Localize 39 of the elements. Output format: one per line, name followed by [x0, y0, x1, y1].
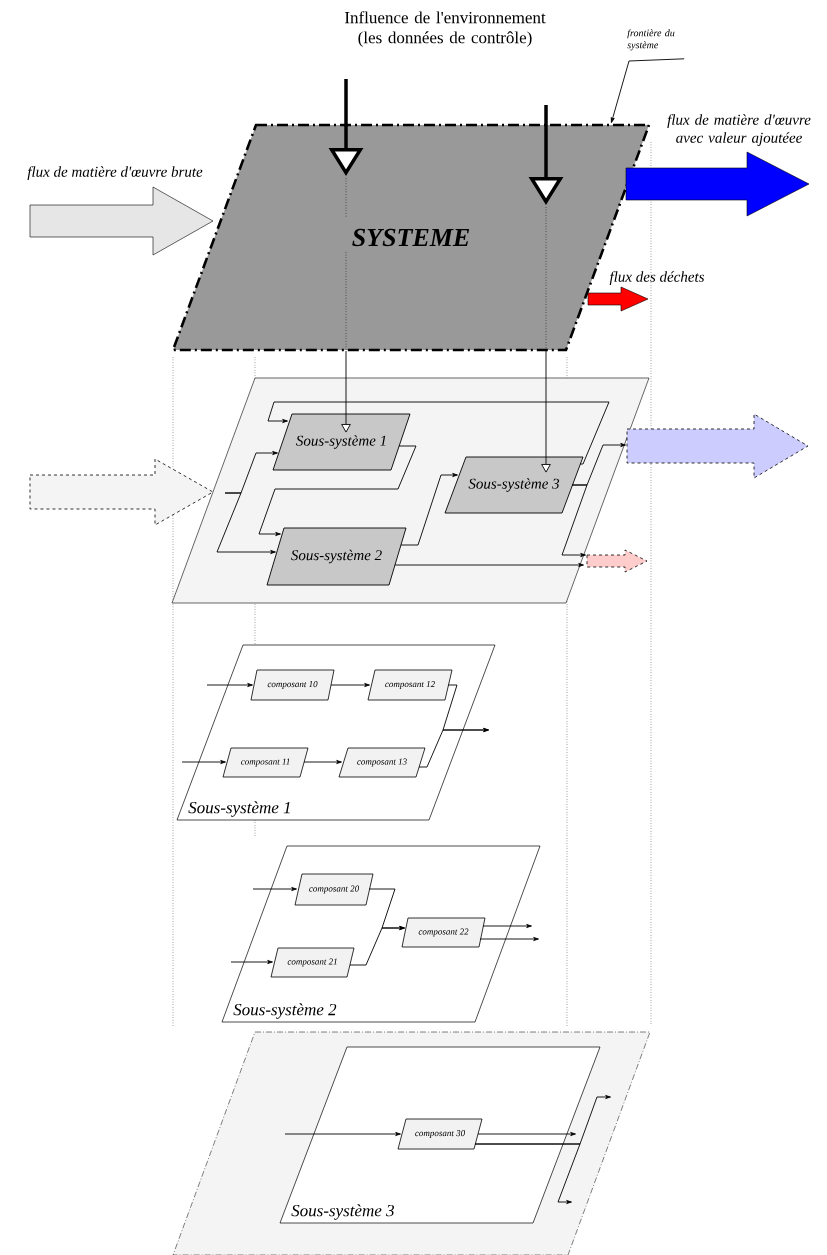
annotation-text: frontière du système: [627, 29, 675, 51]
leader-line: [610, 58, 685, 123]
component-box: composant 11: [222, 747, 309, 778]
arrow: [477, 1132, 576, 1136]
block-arrow: [586, 549, 648, 573]
arrow: [418, 728, 489, 768]
arrow: [252, 887, 297, 891]
component-box: composant 21: [270, 947, 355, 978]
arrow: [230, 960, 273, 964]
subsystem-box: Sous-système 1: [272, 413, 411, 471]
subsystem-box: Sous-système 3: [444, 456, 584, 514]
arrow: [267, 401, 610, 465]
block-arrow: [626, 413, 809, 479]
component-box: composant 13: [338, 747, 426, 778]
arrow: [330, 683, 370, 687]
arrow: [303, 760, 342, 764]
heading-text: Influence de l'environnement (les données de contrôle): [344, 11, 546, 47]
component-box: composant 30: [397, 1118, 483, 1150]
arrow: [349, 926, 405, 966]
arrow: [482, 924, 532, 928]
control-arrow: [341, 350, 351, 433]
component-box: composant 22: [401, 917, 486, 948]
component-box: composant 10: [250, 669, 335, 701]
arrow: [561, 484, 588, 557]
arrow: [400, 473, 458, 546]
block-arrow: [29, 458, 214, 526]
subsystem-box: Sous-système 2: [266, 527, 407, 586]
arrow: [479, 937, 539, 941]
arrow: [181, 760, 226, 764]
arrow: [284, 1132, 401, 1136]
arrow: [474, 1143, 581, 1204]
arrow: [216, 492, 276, 554]
arrow: [394, 563, 584, 567]
component-box: composant 12: [367, 669, 453, 701]
arrow: [258, 445, 417, 536]
flow-label: flux de matière d'œuvre avec valeur ajoutéee: [667, 114, 811, 146]
component-box: composant 20: [294, 873, 374, 906]
control-arrow: [541, 350, 551, 473]
arrow: [206, 683, 253, 687]
